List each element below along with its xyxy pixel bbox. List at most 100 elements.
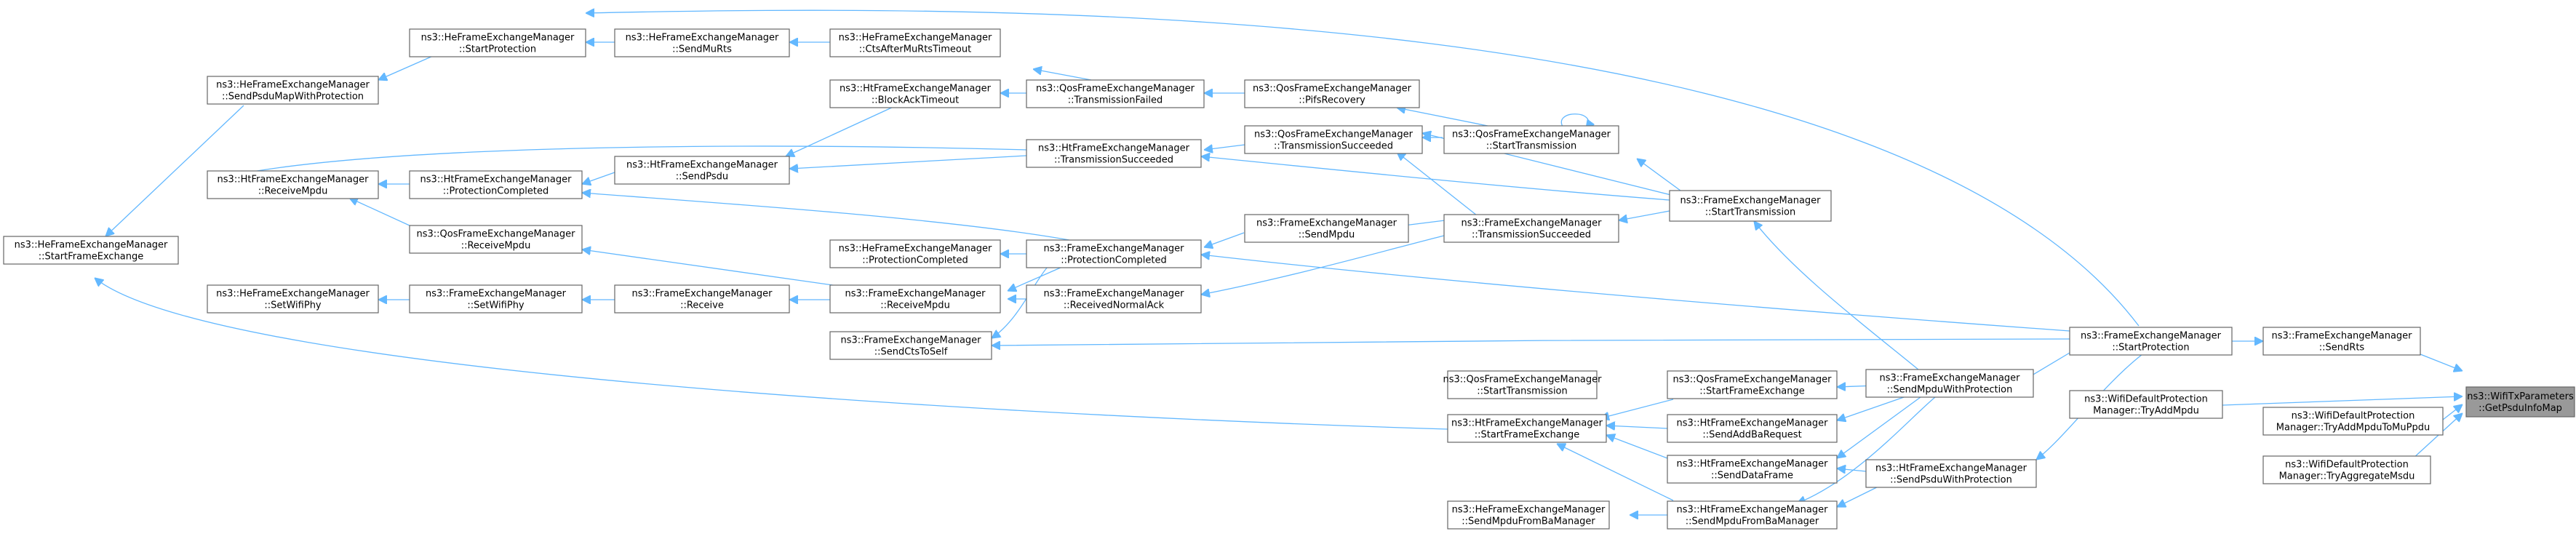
node-htframeexchangemanager-receivempdu[interactable]: ns3::HtFrameExchangeManager::ReceiveMpdu — [207, 170, 379, 199]
node-box — [1026, 239, 1202, 268]
node-label-line: ::ReceiveMpdu — [258, 186, 328, 197]
node-label-line: ns3::FrameExchangeManager — [845, 289, 986, 300]
edge-qosstarttransmission-to-starttransmission — [1637, 159, 1681, 191]
node-label-line: ::SendMpduFromBaManager — [1462, 516, 1595, 527]
node-htframeexchangemanager-transmissionsucceeded[interactable]: ns3::HtFrameExchangeManager::Transmissio… — [1026, 139, 1202, 168]
node-label-line: ns3::HtFrameExchangeManager — [420, 175, 573, 185]
node-label-line: ns3::HeFrameExchangeManager — [626, 33, 779, 44]
node-box — [1026, 139, 1202, 168]
edge-starttransmission-to-sendmpduwithprotection — [1754, 221, 1936, 384]
node-box — [409, 225, 583, 254]
node-label-line: ::StartFrameExchange — [1475, 430, 1580, 441]
node-frameexchangemanager-sendctstoself[interactable]: ns3::FrameExchangeManager::SendCtsToSelf — [829, 331, 992, 360]
node-heframeexchangemanager-ctsaftermurtstimeout[interactable]: ns3::HeFrameExchangeManager::CtsAfterMuR… — [829, 28, 1001, 57]
node-label-line: ns3::FrameExchangeManager — [840, 335, 981, 346]
node-box — [829, 79, 1001, 108]
node-label-line: ::StartTransmission — [1486, 141, 1577, 152]
node-heframeexchangemanager-sendmpdufrombamanager[interactable]: ns3::HeFrameExchangeManager::SendMpduFro… — [1447, 500, 1610, 530]
node-qosframeexchangemanager-transmissionfailed[interactable]: ns3::QosFrameExchangeManager::Transmissi… — [1026, 79, 1205, 108]
edge-qosstarttransmission-self-loop — [1561, 113, 1588, 129]
node-box — [2262, 407, 2444, 436]
edge-hsendpsdu-to-blockacktimeout — [786, 105, 896, 156]
node-htframeexchangemanager-sendmpdufrombamanager[interactable]: ns3::HtFrameExchangeManager::SendMpduFro… — [1667, 500, 1838, 530]
node-box — [409, 170, 583, 199]
node-box — [1447, 370, 1598, 399]
node-framexchangemanager-sendrts[interactable]: ns3::FrameExchangeManager::SendRts — [2262, 327, 2421, 356]
edge-protectioncompleted-to-sendmpdu — [1204, 232, 1245, 247]
node-label-line: ns3::HtFrameExchangeManager — [218, 175, 370, 185]
edge-sendpsdu-to-httransmissionsucceeded — [789, 155, 1027, 169]
node-label-line: Manager::TryAddMpduToMuPpdu — [2276, 423, 2430, 434]
node-label-line: ns3::QosFrameExchangeManager — [1452, 129, 1611, 140]
node-htframeexchangemanager-sendpsdu[interactable]: ns3::HtFrameExchangeManager::SendPsdu — [614, 156, 790, 185]
node-frameexchangemanager-setwifiphy[interactable]: ns3::FrameExchangeManager::SetWifiPhy — [409, 284, 583, 314]
node-wifidefaultprotectionmanager-tryaggregatemsdu[interactable]: ns3::WifiDefaultProtectionManager::TryAg… — [2262, 455, 2431, 484]
node-frameexchangemanager-receive[interactable]: ns3::FrameExchangeManager::Receive — [614, 284, 790, 314]
node-label-line: ::SendMpdu — [1299, 230, 1355, 241]
node-label-line: ::ProtectionCompleted — [443, 186, 549, 197]
node-label-line: ::BlockAckTimeout — [872, 95, 959, 106]
node-label-line: ns3::HeFrameExchangeManager — [421, 33, 575, 44]
node-htframeexchangemanager-protectioncompleted[interactable]: ns3::HtFrameExchangeManager::ProtectionC… — [409, 170, 583, 199]
function-nodes: ns3::WifiTxParameters::GetPsduInfoMap ns… — [3, 28, 2575, 530]
node-box — [829, 28, 1001, 57]
node-frameexchangemanager-sendmpdu[interactable]: ns3::FrameExchangeManager::SendMpdu — [1244, 214, 1409, 243]
node-wifitxparameters-getpsduinfomap[interactable]: ns3::WifiTxParameters::GetPsduInfoMap — [2465, 386, 2575, 418]
node-box — [1447, 500, 1610, 530]
node-label-line: ::StartTransmission — [1705, 207, 1796, 218]
node-qosframeexchangemanager-startframeexchange[interactable]: ns3::QosFrameExchangeManager::StartFrame… — [1667, 370, 1838, 399]
node-heframeexchangemanager-setwifiphy[interactable]: ns3::HeFrameExchangeManager::SetWifiPhy — [207, 284, 379, 314]
node-qosframeexchangemanager-pifsrecovery[interactable]: ns3::QosFrameExchangeManager::PifsRecove… — [1244, 79, 1420, 108]
node-label-line: ::StartFrameExchange — [1699, 386, 1805, 397]
node-htframeexchangemanager-startframeexchange[interactable]: ns3::HtFrameExchangeManager::StartFrameE… — [1447, 414, 1607, 443]
node-label-line: ns3::QosFrameExchangeManager — [416, 229, 575, 240]
node-label-line: ::TransmissionSucceeded — [1472, 230, 1591, 241]
node-htframeexchangemanager-sendaddbarequest[interactable]: ns3::HtFrameExchangeManager::SendAddBaRe… — [1667, 414, 1838, 443]
node-box — [1667, 500, 1838, 530]
node-box — [2069, 327, 2233, 356]
node-frameexchangemanager-receivednormalack[interactable]: ns3::FrameExchangeManager::ReceivedNorma… — [1026, 284, 1202, 314]
node-box — [1443, 125, 1619, 154]
node-box — [207, 284, 379, 314]
node-heframeexchangemanager-startframeexchange[interactable]: ns3::HeFrameExchangeManager::StartFrameE… — [3, 236, 179, 265]
node-frameexchangemanager-transmissionsucceeded[interactable]: ns3::FrameExchangeManager::TransmissionS… — [1443, 214, 1619, 243]
node-qosframeexchangemanager-starttransmission[interactable]: ns3::QosFrameExchangeManager::StartTrans… — [1443, 125, 1619, 154]
node-box — [2262, 455, 2431, 484]
node-label-line: ::SendMpduFromBaManager — [1686, 516, 1819, 527]
node-heframeexchangemanager-protectioncompleted[interactable]: ns3::HeFrameExchangeManager::ProtectionC… — [829, 239, 1001, 268]
node-label-line: ::CtsAfterMuRtsTimeout — [859, 44, 971, 55]
node-frameexchangemanager-protectioncompleted[interactable]: ns3::FrameExchangeManager::ProtectionCom… — [1026, 239, 1202, 268]
node-heframeexchangemanager-startprotection[interactable]: ns3::HeFrameExchangeManager::StartProtec… — [409, 28, 586, 57]
node-box — [1244, 125, 1423, 154]
node-label-line: ns3::WifiDefaultProtection — [2084, 394, 2208, 405]
edge-tryaddmpdutomuppdu-to-getpsduinfomap — [2442, 404, 2463, 420]
node-heframeexchangemanager-sendmurts[interactable]: ns3::HeFrameExchangeManager::SendMuRts — [614, 28, 790, 57]
node-box — [1026, 79, 1205, 108]
node-heframeexchangemanager-sendpsdumapwithprotection[interactable]: ns3::HeFrameExchangeManager::SendPsduMap… — [207, 76, 379, 105]
node-label-line: ::SendPsduWithProtection — [1890, 475, 2012, 486]
edge-tryaddmpdu-to-getpsduinfomap — [2222, 396, 2463, 406]
edge-qosreceivempdu-to-receivempdu — [582, 249, 859, 290]
edge-hestartprotection-to-startprotection — [586, 10, 2140, 327]
node-qosframeexchangemanager-starttransmission-2[interactable]: ns3::QosFrameExchangeManager::StartTrans… — [1443, 370, 1602, 399]
node-htframeexchangemanager-senddataframe[interactable]: ns3::HtFrameExchangeManager::SendDataFra… — [1667, 455, 1838, 484]
node-label-line: Manager::TryAddMpdu — [2093, 406, 2199, 417]
node-label-line: ::SendCtsToSelf — [874, 347, 948, 358]
node-label-line: ns3::HtFrameExchangeManager — [1677, 418, 1829, 429]
node-box — [2465, 386, 2575, 418]
node-frameexchangemanager-sendmpduwithprotection[interactable]: ns3::FrameExchangeManager::SendMpduWithP… — [1865, 369, 2034, 398]
node-frameexchangemanager-startprotection[interactable]: ns3::FrameExchangeManager::StartProtecti… — [2069, 327, 2233, 356]
edge-htstartframeexchange-to-qosstartframeexchange — [1600, 399, 1674, 418]
node-qosframeexchangemanager-receivempdu[interactable]: ns3::QosFrameExchangeManager::ReceiveMpd… — [409, 225, 583, 254]
node-qosframeexchangemanager-transmissionsucceeded[interactable]: ns3::QosFrameExchangeManager::Transmissi… — [1244, 125, 1423, 154]
node-wifidefaultprotectionmanager-tryaddmpdu[interactable]: ns3::WifiDefaultProtectionManager::TryAd… — [2069, 390, 2223, 419]
node-label-line: ns3::HtFrameExchangeManager — [1038, 143, 1190, 154]
node-frameexchangemanager-starttransmission[interactable]: ns3::FrameExchangeManager::StartTransmis… — [1669, 190, 1832, 222]
node-label-line: ns3::HtFrameExchangeManager — [1677, 505, 1829, 516]
node-label-line: ::StartFrameExchange — [39, 252, 144, 263]
node-wifidefaultprotectionmanager-tryaddmpdutomuppdu[interactable]: ns3::WifiDefaultProtectionManager::TryAd… — [2262, 407, 2444, 436]
node-htframeexchangemanager-blockacktimeout[interactable]: ns3::HtFrameExchangeManager::BlockAckTim… — [829, 79, 1001, 108]
node-frameexchangemanager-receivempdu[interactable]: ns3::FrameExchangeManager::ReceiveMpdu — [829, 284, 1001, 314]
node-htframeexchangemanager-sendpsduwithprotection[interactable]: ns3::HtFrameExchangeManager::SendPsduWit… — [1865, 459, 2037, 488]
